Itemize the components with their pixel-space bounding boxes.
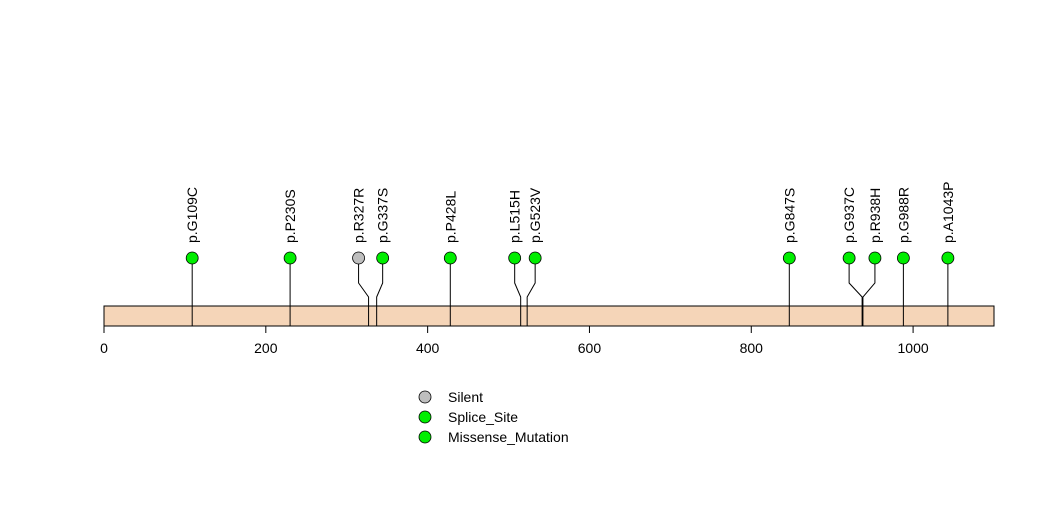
mutation-points <box>185 251 955 265</box>
mutation-stem <box>358 258 370 326</box>
legend-label: Silent <box>448 389 483 405</box>
legend-marker <box>418 390 432 404</box>
mutation-stem <box>514 258 522 326</box>
mutation-label: p.L515H <box>507 190 523 243</box>
mutation-point <box>185 251 199 265</box>
mutation-stem <box>526 258 536 326</box>
mutation-point <box>376 251 390 265</box>
mutation-stem <box>376 258 384 326</box>
mutation-point <box>782 251 796 265</box>
mutation-labels: p.G109C p.P230S p.R327R p.G337S p.P428L p.L51… <box>184 182 956 244</box>
mutation-point <box>283 251 297 265</box>
legend-label: Missense_Mutation <box>448 429 569 445</box>
x-tick-label: 800 <box>740 340 764 356</box>
x-tick-label: 0 <box>100 340 108 356</box>
mutation-point <box>508 251 522 265</box>
mutation-point <box>443 251 457 265</box>
mutation-label: p.P428L <box>442 191 458 243</box>
mutation-label: p.G337S <box>375 188 391 243</box>
x-axis: 0 200 400 600 800 1000 <box>100 325 929 356</box>
mutation-point <box>528 251 542 265</box>
mutation-label: p.A1043P <box>940 182 956 244</box>
stems <box>191 258 949 326</box>
mutation-label: p.G847S <box>781 188 797 243</box>
mutation-stem <box>862 258 876 326</box>
mutation-stem <box>848 258 863 326</box>
mutation-point <box>896 251 910 265</box>
x-tick-label: 1000 <box>898 340 929 356</box>
x-tick-label: 200 <box>254 340 278 356</box>
mutation-label: p.G523V <box>527 187 543 243</box>
protein-bar <box>103 305 995 327</box>
legend-marker <box>418 430 432 444</box>
mutation-point <box>941 251 955 265</box>
mutation-point <box>352 251 365 265</box>
mutation-label: p.G937C <box>841 187 857 243</box>
legend-marker <box>418 410 432 424</box>
mutation-label: p.G988R <box>895 187 911 243</box>
mutation-label: p.R327R <box>351 188 367 243</box>
x-tick-label: 400 <box>416 340 440 356</box>
legend-label: Splice_Site <box>448 409 518 425</box>
mutation-label: p.G109C <box>184 187 200 243</box>
x-tick-label: 600 <box>578 340 602 356</box>
mutation-point <box>842 251 856 265</box>
mutation-point <box>868 251 882 265</box>
mutation-label: p.P230S <box>282 189 298 243</box>
mutation-label: p.R938H <box>867 188 883 243</box>
